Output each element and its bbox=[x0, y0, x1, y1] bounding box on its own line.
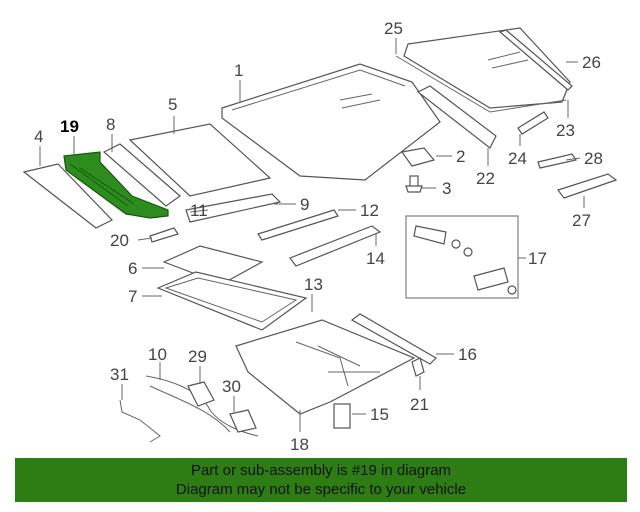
callout-26: 26 bbox=[582, 53, 601, 72]
part-20-clip bbox=[149, 227, 179, 243]
callout-7: 7 bbox=[128, 287, 137, 306]
callout-8: 8 bbox=[106, 115, 115, 134]
parts-diagram: 1 2 3 4 5 6 7 8 9 10 11 12 13 14 15 16 1… bbox=[22, 19, 618, 454]
callout-17: 17 bbox=[528, 249, 547, 268]
part-21-bracket bbox=[411, 357, 425, 377]
callout-10: 10 bbox=[148, 345, 167, 364]
callout-27: 27 bbox=[572, 211, 591, 230]
part-29-motor bbox=[187, 381, 215, 407]
part-5-shade bbox=[128, 123, 272, 197]
part-7-frame bbox=[156, 271, 308, 331]
part-4-panel bbox=[22, 163, 113, 229]
callout-11: 11 bbox=[190, 201, 208, 220]
banner-line-1: Part or sub-assembly is #19 in diagram bbox=[190, 462, 452, 479]
part-17-kit bbox=[405, 215, 519, 299]
callout-25: 25 bbox=[384, 19, 403, 38]
callout-29: 29 bbox=[188, 347, 207, 366]
part-3-bolt bbox=[405, 175, 423, 193]
leader-lines bbox=[39, 38, 585, 432]
part-1-roof-panel bbox=[221, 63, 441, 181]
part-2-bracket bbox=[400, 147, 436, 167]
callout-28: 28 bbox=[584, 149, 603, 168]
part-14-rail bbox=[289, 225, 382, 267]
part-16-rail bbox=[350, 313, 437, 365]
callout-30: 30 bbox=[222, 377, 241, 396]
part-9-strip bbox=[185, 193, 282, 223]
callout-2: 2 bbox=[456, 147, 465, 166]
callout-6: 6 bbox=[128, 259, 137, 278]
part-28-bracket bbox=[537, 153, 577, 169]
part-27-rail bbox=[557, 173, 618, 199]
callout-20: 20 bbox=[110, 231, 129, 250]
callout-labels: 1 2 3 4 5 6 7 8 9 10 11 12 13 14 15 16 1… bbox=[34, 19, 603, 454]
info-banner: Part or sub-assembly is #19 in diagram D… bbox=[15, 458, 627, 502]
callout-18: 18 bbox=[290, 435, 309, 454]
callout-31: 31 bbox=[110, 365, 129, 384]
callout-5: 5 bbox=[168, 95, 177, 114]
callout-3: 3 bbox=[442, 179, 451, 198]
callout-1: 1 bbox=[234, 61, 243, 80]
callout-13: 13 bbox=[304, 275, 323, 294]
part-18-frame bbox=[235, 319, 416, 415]
callout-9: 9 bbox=[300, 195, 309, 214]
banner-line-2: Diagram may not be specific to your vehi… bbox=[175, 481, 467, 498]
part-22-pillar bbox=[416, 85, 497, 149]
part-12-strip bbox=[257, 209, 339, 241]
callout-21: 21 bbox=[410, 395, 429, 414]
part-26-trim bbox=[498, 29, 573, 91]
part-19-highlighted bbox=[63, 151, 169, 219]
part-15-module bbox=[333, 403, 351, 429]
callout-15: 15 bbox=[370, 405, 389, 424]
part-8-rail bbox=[102, 143, 181, 207]
part-24-clip bbox=[517, 111, 549, 135]
callout-4: 4 bbox=[34, 127, 43, 146]
callout-23: 23 bbox=[556, 121, 575, 140]
callout-24: 24 bbox=[508, 149, 527, 168]
callout-12: 12 bbox=[360, 201, 379, 220]
callout-22: 22 bbox=[476, 169, 495, 188]
part-31-harness bbox=[119, 399, 161, 443]
callout-14: 14 bbox=[366, 249, 385, 268]
callout-16: 16 bbox=[458, 345, 477, 364]
part-23-rear-glass bbox=[395, 27, 571, 113]
part-30-motor bbox=[229, 409, 257, 433]
callout-19: 19 bbox=[60, 117, 79, 136]
